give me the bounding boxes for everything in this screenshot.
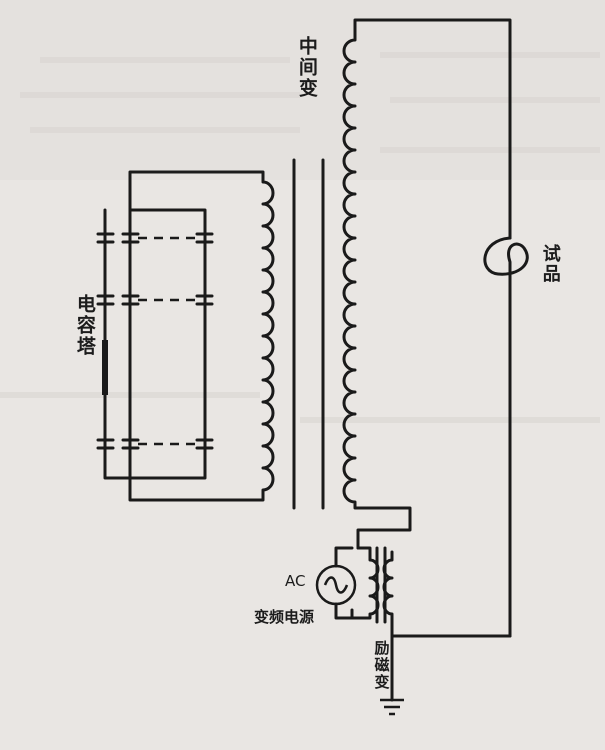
test-object-label: 试品 (539, 244, 561, 284)
exciting-secondary-winding (382, 550, 512, 638)
capacitor-frame-left (103, 208, 132, 480)
intermediate-transformer-label: 中间变 (295, 36, 318, 99)
ground-symbol (380, 698, 404, 716)
variable-frequency-source-label: 变频电源 (254, 608, 315, 626)
ac-source-symbol (315, 564, 357, 606)
intermediate-primary-winding (128, 170, 275, 502)
capacitor-row-3 (96, 438, 214, 450)
capacitor-row-1 (96, 232, 214, 244)
ac-label: AC (285, 572, 306, 590)
capacitor-stack-bar (102, 340, 108, 395)
intermediate-secondary-winding (342, 18, 512, 550)
capacitor-frame-right (128, 208, 207, 480)
capacitor-row-2 (96, 294, 214, 306)
test-object-loop (483, 236, 529, 304)
exciting-transformer-label: 励磁变 (372, 640, 391, 691)
source-wires (334, 546, 354, 620)
capacitor-tower-label: 电容塔 (73, 294, 96, 357)
